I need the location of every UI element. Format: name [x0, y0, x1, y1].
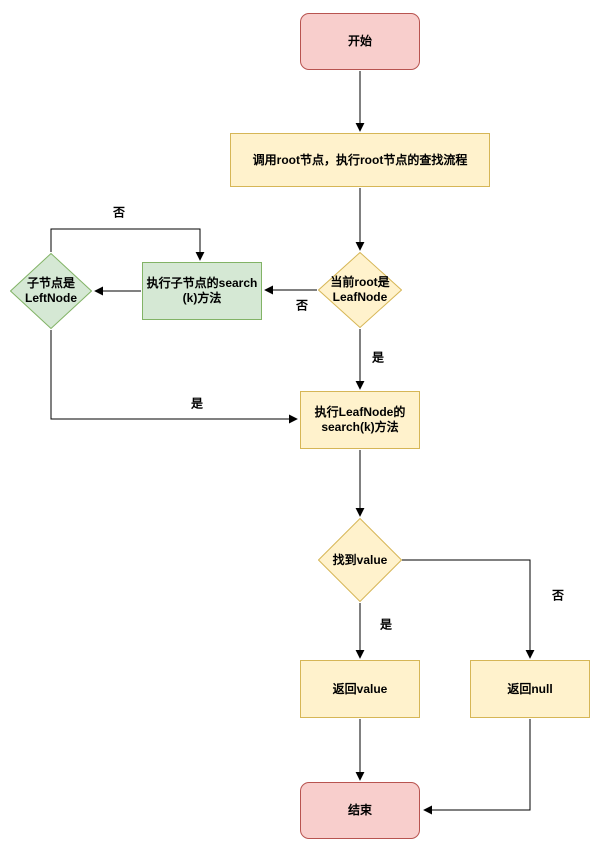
diamond-shape	[10, 253, 92, 329]
node-leaf-search: 执行LeafNode的 search(k)方法	[300, 391, 420, 449]
edge-label-root-yes: 是	[369, 348, 387, 366]
node-label: 当前root是 LeafNode	[330, 275, 390, 304]
node-return-null: 返回null	[470, 660, 590, 718]
node-start: 开始	[300, 13, 420, 70]
edge-label-root-no: 否	[293, 296, 311, 314]
node-call-root: 调用root节点，执行root节点的查找流程	[230, 133, 490, 187]
node-child-search: 执行子节点的search (k)方法	[142, 262, 262, 320]
diamond-shape	[318, 252, 402, 328]
edge-label-found-yes: 是	[377, 615, 395, 633]
node-label: 子节点是 LeftNode	[25, 276, 77, 305]
node-label: 找到value	[332, 552, 388, 567]
node-is-child-leftnode: 子节点是 LeftNode	[10, 253, 92, 329]
edge-returnnull-to-end	[423, 719, 531, 815]
edge-label-found-no: 否	[549, 586, 567, 604]
edge-childleft-yes-to-leafsearch	[50, 330, 298, 424]
diamond-shape	[318, 518, 402, 602]
node-found-value: 找到value	[318, 518, 402, 602]
node-is-root-leafnode: 当前root是 LeafNode	[318, 252, 402, 328]
edge-label-child-yes: 是	[188, 394, 206, 412]
edge-foundvalue-no-to-returnnull	[402, 559, 535, 659]
node-end: 结束	[300, 782, 420, 839]
edge-label-child-no: 否	[110, 203, 128, 221]
node-return-value: 返回value	[300, 660, 420, 718]
